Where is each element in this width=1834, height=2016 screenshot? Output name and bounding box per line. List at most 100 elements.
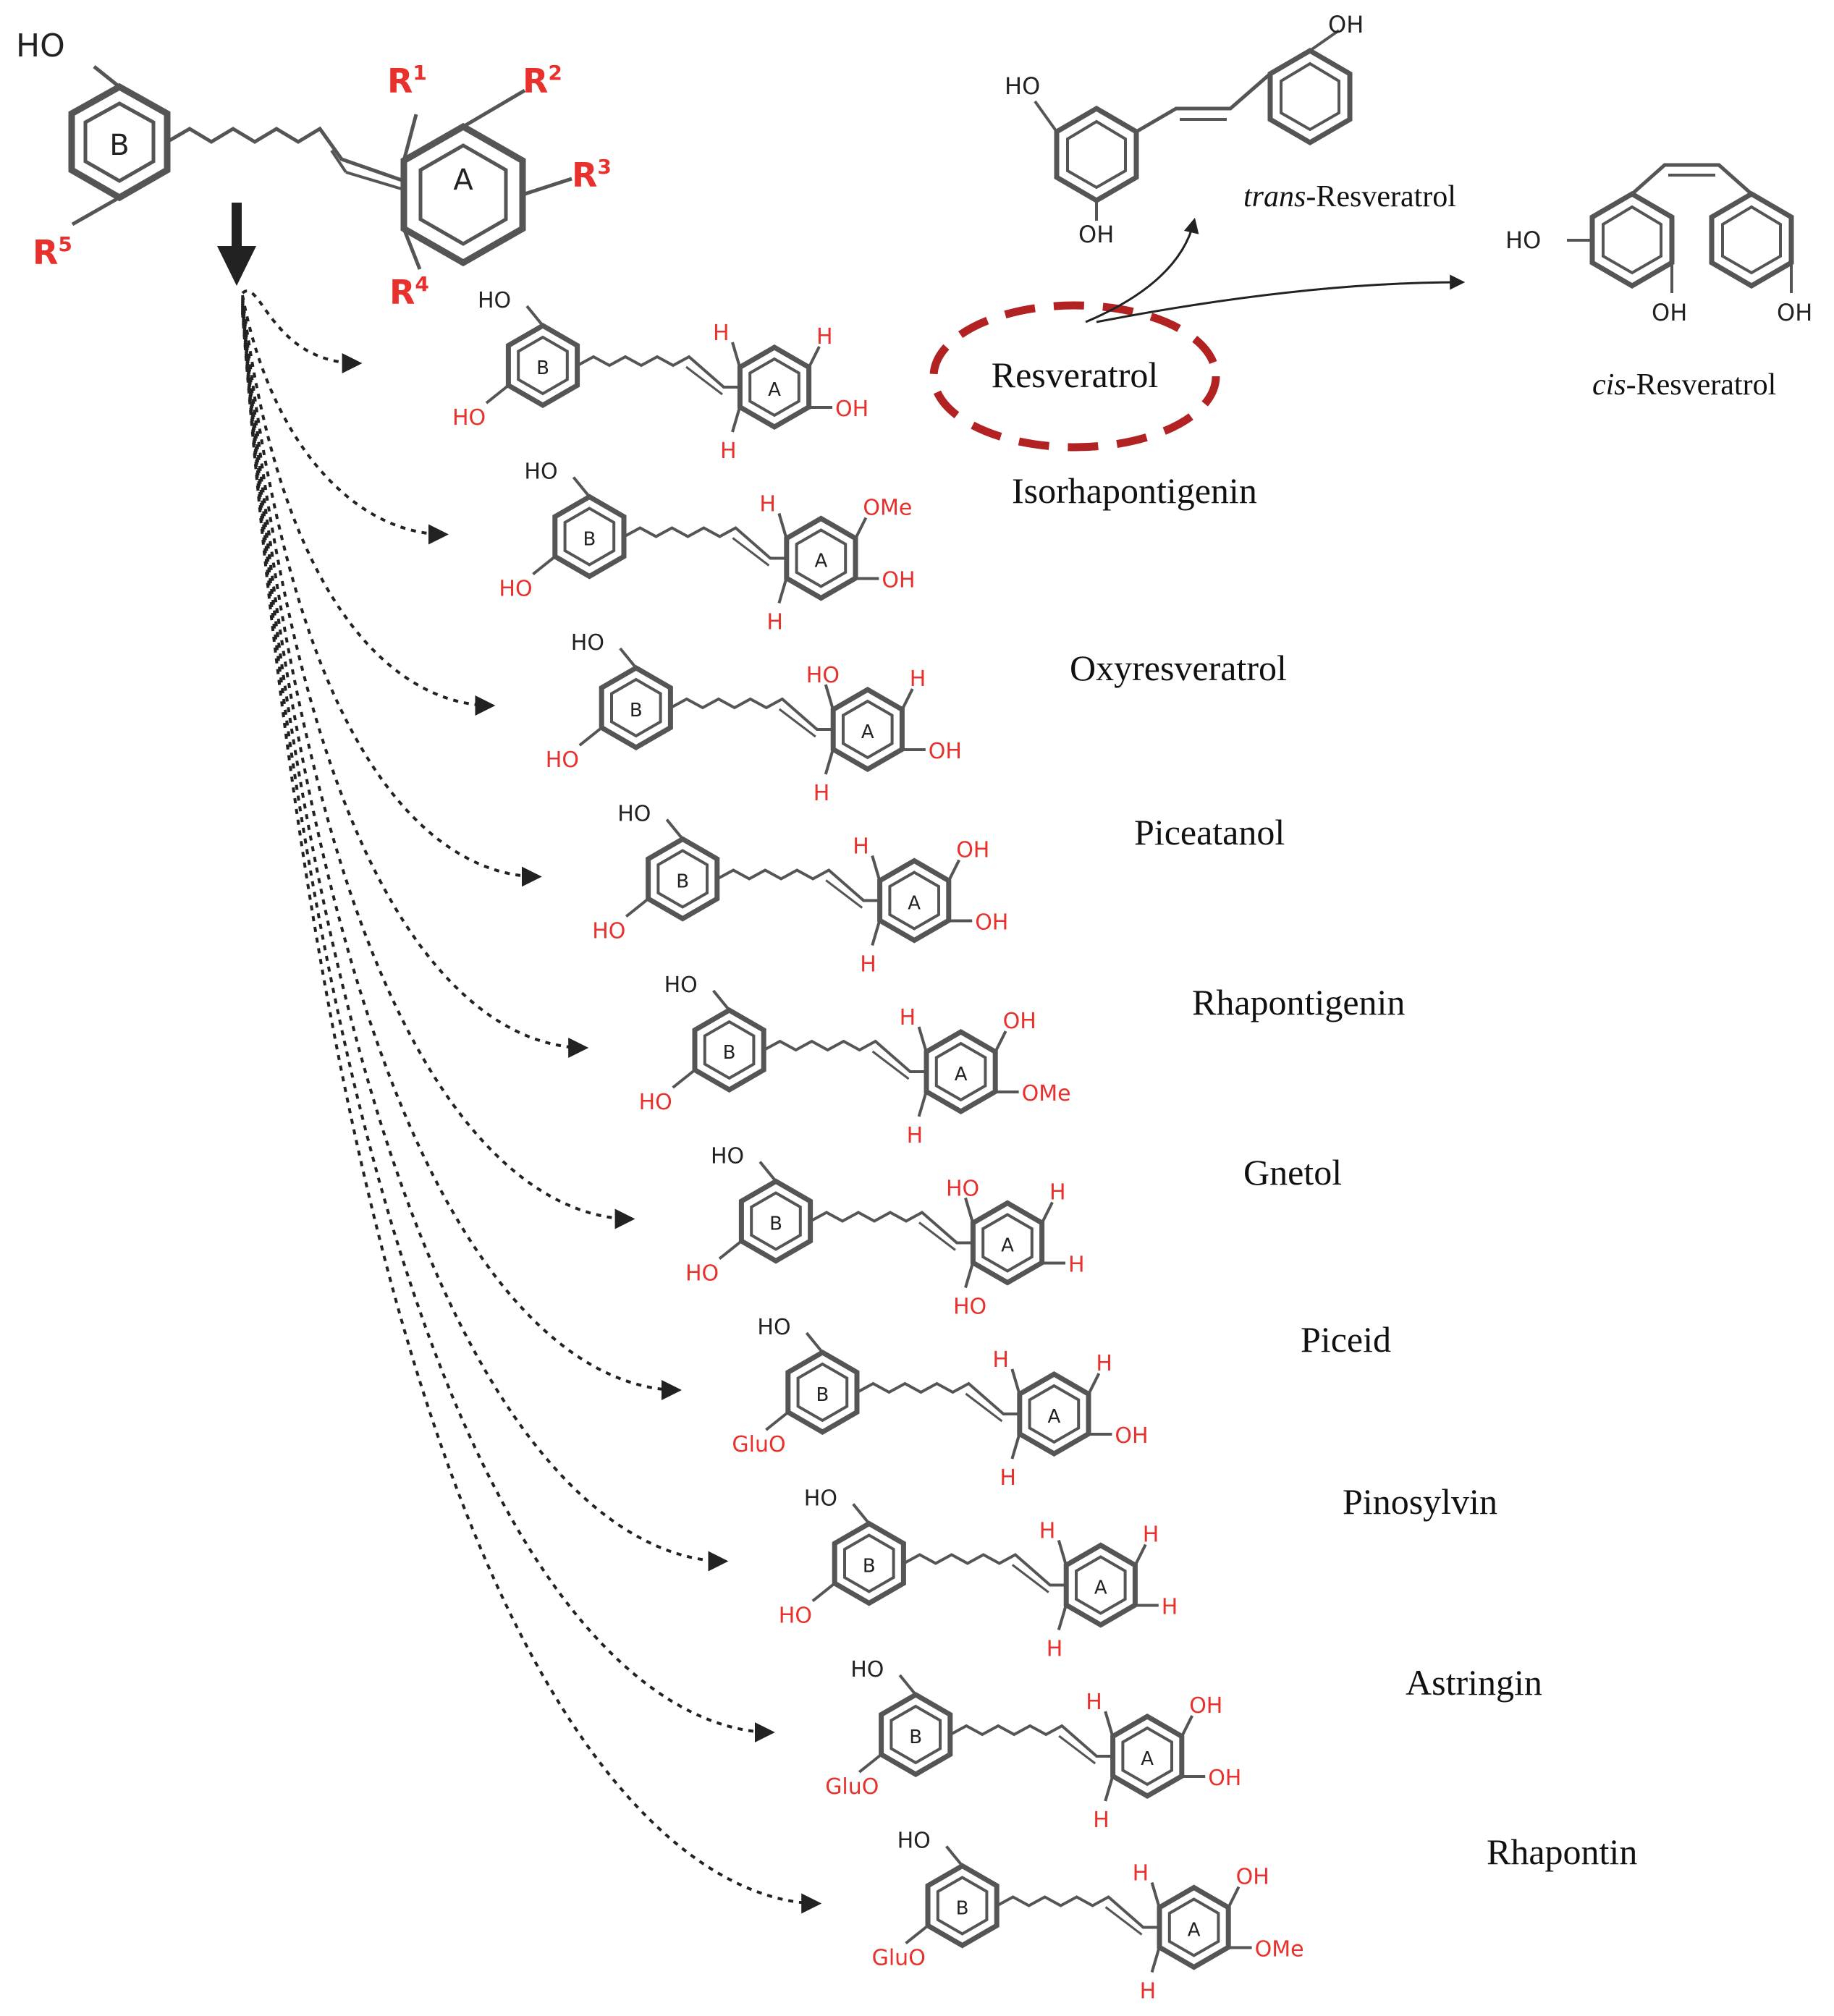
ring-a-label: A — [908, 893, 921, 915]
general-bonds — [71, 65, 572, 270]
ring-b-inner — [517, 335, 569, 396]
substituent-bond — [1010, 1368, 1021, 1394]
linker-chain — [810, 1211, 973, 1245]
ring-a — [970, 1200, 1045, 1286]
r2-substituent: H — [816, 324, 833, 350]
compound-name-7: Piceid — [1301, 1319, 1391, 1360]
r3-substituent: H — [1068, 1253, 1085, 1278]
ring-a-label: A — [1141, 1748, 1154, 1770]
branch-arrow-7 — [241, 305, 682, 1400]
r4-substituent: HO — [953, 1295, 986, 1320]
substituent-bond — [871, 855, 882, 881]
ring-b-label: B — [630, 700, 643, 721]
r4-substituent: H — [1000, 1465, 1016, 1491]
ring-a — [1157, 1884, 1231, 1970]
r2-substituent: OH — [956, 838, 989, 863]
r4-substituent: H — [720, 439, 737, 464]
ring-b-inner — [796, 1362, 849, 1423]
r1-substituent: H — [900, 1005, 916, 1030]
resveratrol-highlight: Resveratrol — [929, 217, 1466, 452]
r2-substituent: H — [910, 666, 926, 692]
ring-b — [879, 1691, 953, 1778]
substituent-bond — [824, 749, 834, 775]
general-ring-b-label: B — [109, 129, 129, 162]
ring-a-label: A — [1048, 1406, 1061, 1428]
substituent-bond — [808, 346, 821, 368]
substituent-bond — [718, 1240, 743, 1261]
branch-arrow-8 — [241, 308, 729, 1572]
r1-substituent: HO — [946, 1177, 979, 1202]
linker-chain — [577, 355, 740, 389]
ring-a-label: A — [955, 1064, 968, 1085]
ring-a-label: A — [861, 721, 874, 743]
compound-name-6: Gnetol — [1243, 1152, 1342, 1193]
double-bond — [1011, 1564, 1049, 1593]
linker-chain — [623, 526, 787, 560]
ring-b-label: B — [583, 529, 596, 551]
substituent-bond — [811, 1582, 836, 1603]
ring-a-inner — [888, 871, 940, 931]
substituent-bond — [765, 1411, 789, 1431]
r3-substituent: OMe — [1255, 1937, 1304, 1962]
double-bond — [1058, 1735, 1096, 1765]
linker-chain — [669, 697, 833, 731]
compound-name-8: Pinosylvin — [1343, 1481, 1497, 1522]
branch-arrow-5 — [241, 301, 589, 1058]
ring-b — [785, 1349, 860, 1436]
arrow-to-cis — [1096, 274, 1466, 323]
ring-a-inner — [934, 1041, 987, 1102]
branch-arrow-2 — [241, 295, 449, 545]
ring-a-inner — [1028, 1384, 1081, 1444]
substituent-bond — [901, 688, 914, 710]
ring-b-label: B — [816, 1384, 829, 1406]
r2-substituent: OH — [1236, 1865, 1269, 1890]
b-ring-bottom-substituent: HO — [779, 1604, 812, 1629]
r4-substituent: H — [1093, 1808, 1110, 1833]
b-ring-top-substituent: HO — [524, 459, 557, 485]
b-ring-bottom-substituent: HO — [499, 577, 532, 602]
cis-oh-right: OH — [1777, 299, 1812, 326]
r3-substituent: OMe — [1022, 1081, 1071, 1106]
trans-ho-left: HO — [1005, 72, 1040, 100]
double-bond — [965, 1392, 1003, 1423]
b-ring-top-substituent: HO — [850, 1657, 884, 1682]
ring-a-inner — [842, 699, 894, 760]
ring-b-inner — [843, 1533, 895, 1593]
ring-b-inner — [563, 507, 616, 567]
trans-resveratrol — [1034, 29, 1353, 221]
substituent-bond — [1180, 1715, 1193, 1737]
ring-a — [1063, 1542, 1138, 1628]
r4-substituent: H — [766, 610, 783, 635]
branch-arrow-1 — [241, 289, 363, 373]
ring-b-inner — [610, 677, 662, 738]
r3-substituent: OH — [975, 910, 1008, 936]
ring-a-inner — [1121, 1726, 1173, 1787]
b-ring-bottom-substituent: GluO — [732, 1432, 785, 1457]
ring-a-inner — [795, 528, 848, 588]
ring-b-label: B — [956, 1898, 969, 1920]
r1-substituent: H — [1086, 1690, 1102, 1715]
ring-b — [832, 1520, 906, 1606]
ring-a — [784, 515, 858, 601]
substituent-bond — [1087, 1373, 1101, 1394]
ring-b-label: B — [769, 1214, 782, 1235]
double-bond — [918, 1221, 956, 1251]
b-ring-bottom-substituent: HO — [685, 1261, 719, 1287]
r3-substituent: OH — [882, 568, 915, 593]
ring-b — [925, 1863, 1000, 1949]
ring-a-inner — [981, 1213, 1034, 1273]
r1-substituent: HO — [806, 663, 840, 688]
substituent-bond — [1227, 1886, 1241, 1908]
compound-name-4: Piceatanol — [1134, 812, 1285, 852]
ring-a-label: A — [1001, 1235, 1014, 1257]
ring-a — [737, 344, 812, 431]
branch-arrow-10 — [241, 312, 822, 1914]
ring-b-label: B — [909, 1727, 922, 1748]
substituent-bond — [1057, 1604, 1068, 1631]
r4-substituent: H — [1140, 1979, 1157, 2004]
substituent-bond — [532, 555, 556, 576]
